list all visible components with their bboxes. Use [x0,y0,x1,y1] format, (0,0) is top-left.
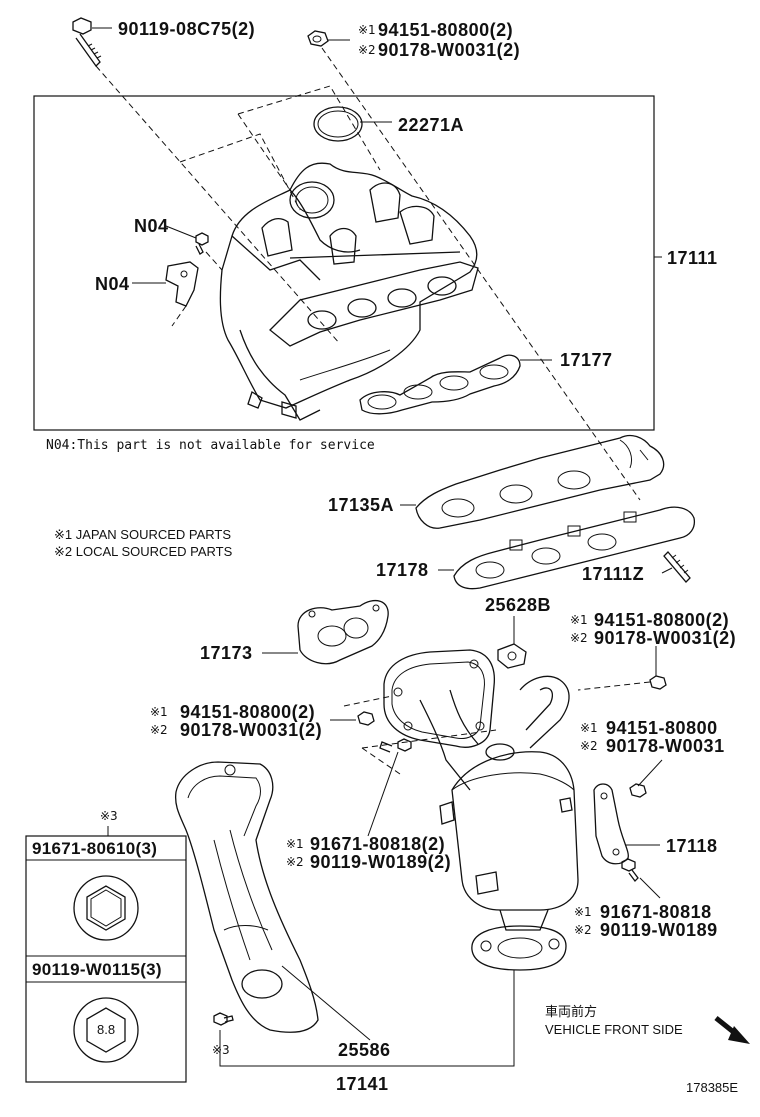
mark-1-stay: ※1 [574,905,592,919]
mark-2-right: ※2 [570,631,588,645]
mark-1-right: ※1 [570,613,588,627]
nut-top-graphic [307,30,329,47]
n04-bolt-graphic [195,232,209,255]
bolt-top-graphic [72,17,102,68]
front-direction-arrow-icon [714,1016,750,1044]
hex-bolt-marked-icon [73,997,139,1063]
gasket-ring-graphic [313,106,363,142]
label-bolt-stay-2: 90119-W0189 [600,920,718,940]
mark-1-top: ※1 [358,23,376,37]
mark-1-single: ※1 [580,721,598,735]
fastener-table [25,835,187,1083]
heat-shield-graphic [174,761,319,1033]
bracket-graphic [497,643,527,669]
mark-3-bolt: ※3 [212,1043,230,1057]
manifold-body-graphic [219,162,479,421]
front-side-en: VEHICLE FRONT SIDE [545,1022,683,1037]
bolt-mid-graphic [379,738,412,753]
label-gasket-ring: 22271A [398,115,464,135]
bolt-head-marking: 8.8 [97,1022,115,1037]
nut-left-graphic [357,711,375,726]
label-nut-top-2: 90178-W0031(2) [378,40,520,60]
drawing-number: 178385E [686,1080,738,1095]
table-row2-label: 90119-W0115(3) [32,960,162,979]
label-gasket-intake: 17177 [560,350,613,370]
bolt-stay-graphic [621,858,639,882]
converter-graphic [383,649,579,971]
label-nut-top-1: 94151-80800(2) [378,20,513,40]
label-bolt-stay-1: 91671-80818 [600,902,712,922]
nut-single-graphic [629,783,647,798]
label-bolt-mid-2: 90119-W0189(2) [310,852,451,872]
label-nut-single-2: 90178-W0031 [606,736,725,756]
label-converter: 17141 [336,1074,389,1094]
label-bolt-mid-1: 91671-80818(2) [310,834,445,854]
label-manifold-assy: 17111 [667,248,718,268]
mark-2-single: ※2 [580,739,598,753]
legend-local: ※2 LOCAL SOURCED PARTS [54,544,233,559]
table-row1-label: 91671-80610(3) [32,839,157,858]
nut-right-graphic [649,675,667,690]
stud-graphic [663,551,691,583]
gasket-tail-graphic [297,599,389,665]
hex-head-icon [73,875,139,941]
mark-2-mid: ※2 [286,855,304,869]
gasket-exhaust-graphic [453,506,696,590]
label-nut-left-2: 90178-W0031(2) [180,720,322,740]
label-insulator: 17135A [328,495,394,515]
mark-2-stay: ※2 [574,923,592,937]
mark-2-top: ※2 [358,43,376,57]
label-n04-a: N04 [134,216,169,236]
label-heat-shield: 25586 [338,1040,391,1060]
label-bolt-top: 90119-08C75(2) [118,19,255,39]
table-header-mark: ※3 [100,809,118,823]
stay-graphic [593,783,629,865]
label-stud: 17111Z [582,564,644,584]
label-nut-right-2: 90178-W0031(2) [594,628,736,648]
n04-bracket-graphic [165,261,199,307]
mark-1-mid: ※1 [286,837,304,851]
gasket-intake-graphic [359,354,521,415]
label-nut-single-1: 94151-80800 [606,718,718,738]
label-bracket: 25628B [485,595,551,615]
note-n04: N04:This part is not available for servi… [46,438,375,453]
manifold-assembly-frame [33,95,655,431]
insulator-graphic [415,434,665,529]
label-stay: 17118 [666,836,718,856]
legend-japan: ※1 JAPAN SOURCED PARTS [54,527,231,542]
label-nut-left-1: 94151-80800(2) [180,702,315,722]
front-side-jp: 車両前方 [545,1004,597,1019]
label-n04-b: N04 [95,274,130,294]
mark-2-left: ※2 [150,723,168,737]
mark-1-left: ※1 [150,705,168,719]
label-gasket-exhaust: 17178 [376,560,429,580]
label-nut-right-1: 94151-80800(2) [594,610,729,630]
label-gasket-tail: 17173 [200,643,253,663]
bolt-mark3-graphic [213,1012,234,1026]
